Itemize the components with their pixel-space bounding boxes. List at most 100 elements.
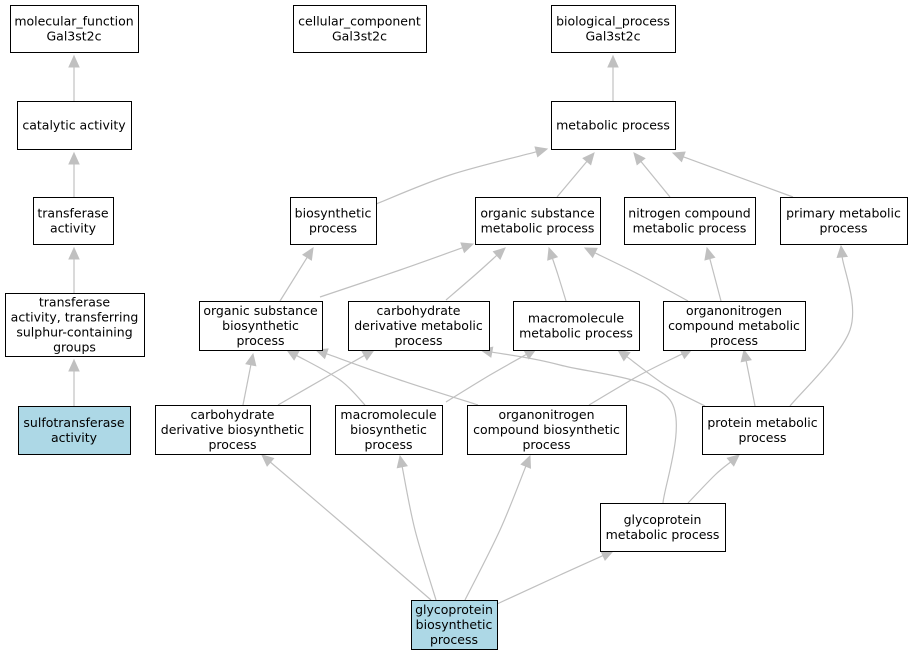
node-label-line: biosynthetic xyxy=(222,318,299,333)
node-box xyxy=(513,301,640,351)
node-label-line: derivative biosynthetic xyxy=(161,422,305,437)
edge-ocm-to-osm xyxy=(594,252,689,302)
arrowhead-prot-to-pmp xyxy=(836,244,848,259)
node-label-line: biological_process xyxy=(556,14,670,29)
edge-ocb-to-osb xyxy=(326,353,479,406)
node-label-line: biosynthetic xyxy=(350,422,427,437)
edge-glymp-to-prot xyxy=(687,461,731,504)
arrowhead-cdm-to-osm xyxy=(492,247,506,260)
edge-cdm-to-osm xyxy=(445,254,498,301)
node-box xyxy=(199,301,323,351)
arrowhead-mmp-to-osm xyxy=(547,246,559,261)
node-label-line: metabolic process xyxy=(606,527,720,542)
node-label-line: protein metabolic xyxy=(707,415,817,430)
node-label-line: Gal3st2c xyxy=(332,29,387,44)
arrowhead-osb-to-bios xyxy=(302,246,314,261)
node-label-line: metabolic process xyxy=(556,118,670,133)
node-label-line: molecular_function xyxy=(14,14,133,29)
node-label-line: process xyxy=(236,333,284,348)
node-label-line: organic substance xyxy=(203,303,318,318)
arrowhead-tsulf-to-trans xyxy=(68,246,80,260)
node-cat[interactable]: catalytic activity xyxy=(17,101,132,150)
nodes-layer: molecular_functionGal3st2ccellular_compo… xyxy=(5,5,908,650)
node-label-line: nitrogen compound xyxy=(628,206,750,221)
edge-prot-to-ocm xyxy=(745,360,756,407)
node-label-line: biosynthetic xyxy=(416,617,493,632)
node-box xyxy=(475,197,601,245)
node-label-line: Gal3st2c xyxy=(585,29,640,44)
arrowhead-osb-to-osm xyxy=(460,242,475,254)
node-box xyxy=(10,5,139,53)
edge-pmp-to-met xyxy=(683,156,794,198)
node-label-line: glycoprotein xyxy=(624,512,702,527)
node-box xyxy=(663,301,806,351)
node-label-line: Gal3st2c xyxy=(46,29,101,44)
arrowhead-glybp-to-cdb xyxy=(261,454,275,467)
node-label-line: transferase xyxy=(39,295,111,310)
node-label-line: organonitrogen xyxy=(686,303,782,318)
arrowhead-prot-to-mmp xyxy=(617,349,631,362)
edge-osm-to-met xyxy=(556,161,588,198)
node-label-line: biosynthetic xyxy=(295,206,372,221)
edge-mbp-to-osb xyxy=(296,354,366,406)
node-label-line: compound biosynthetic xyxy=(473,422,620,437)
node-box xyxy=(290,197,377,245)
arrowhead-osm-to-met xyxy=(582,152,595,166)
edge-glybp-to-ocb xyxy=(464,465,527,601)
arrowhead-ocm-to-ncm xyxy=(704,246,716,261)
node-box xyxy=(293,5,427,53)
node-met[interactable]: metabolic process xyxy=(551,101,676,150)
arrowhead-glybp-to-mbp xyxy=(396,454,408,469)
node-label-line: process xyxy=(738,430,786,445)
node-label-line: compound metabolic xyxy=(668,318,800,333)
edge-ocm-to-ncm xyxy=(709,258,722,302)
arrowhead-prot-to-ocm xyxy=(740,348,752,363)
edges-layer xyxy=(68,54,854,605)
edge-mmp-to-osm xyxy=(551,258,567,302)
arrowhead-cdb-to-cdm xyxy=(361,349,376,361)
node-label-line: activity xyxy=(50,221,97,236)
node-label-line: sulfotransferase xyxy=(23,415,124,430)
node-label-line: carbohydrate xyxy=(377,303,461,318)
node-label-line: sulphur-containing xyxy=(16,325,132,340)
node-label-line: primary metabolic xyxy=(786,206,901,221)
node-box xyxy=(624,197,756,245)
edge-bios-to-met xyxy=(375,151,537,205)
node-box xyxy=(780,197,908,245)
arrowhead-ncm-to-met xyxy=(633,152,646,166)
arrowhead-ocm-to-osm xyxy=(583,247,598,259)
edge-osb-to-bios xyxy=(279,257,308,302)
node-label-line: cellular_component xyxy=(298,14,421,29)
node-label-line: process xyxy=(522,437,570,452)
arrowhead-trans-to-cat xyxy=(68,151,80,165)
arrowhead-sulf-to-tsulf xyxy=(68,358,80,372)
node-label-line: activity, transferring xyxy=(11,310,139,325)
node-label-line: carbohydrate xyxy=(191,407,275,422)
node-box xyxy=(600,503,726,552)
edge-mbp-to-mmp xyxy=(445,353,527,403)
arrowhead-mbp-to-osb xyxy=(285,349,300,361)
node-box xyxy=(17,101,132,150)
node-label-line: process xyxy=(364,437,412,452)
